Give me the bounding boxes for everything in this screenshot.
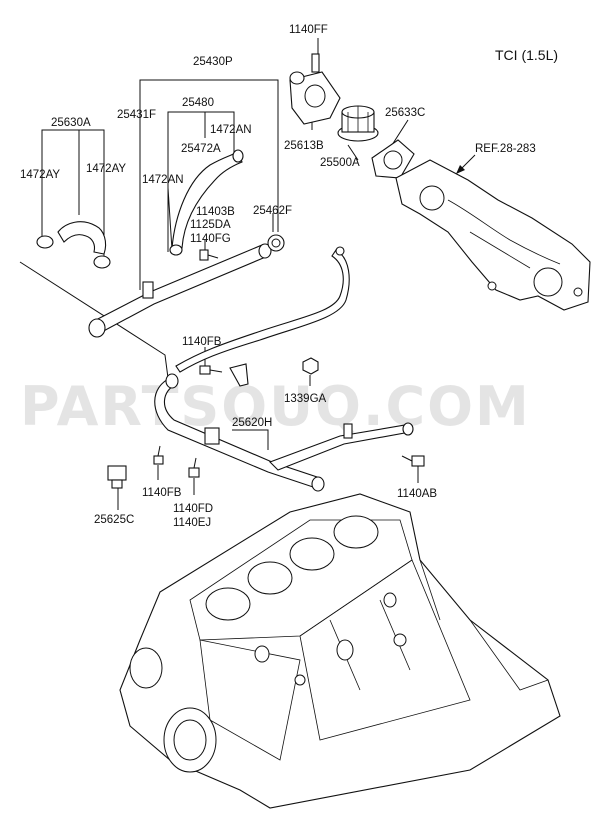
hose-25630a — [36, 221, 111, 269]
engine-block — [119, 493, 561, 809]
label-25613b[interactable]: 25613B — [284, 140, 324, 152]
label-1125da[interactable]: 1125DA — [190, 219, 231, 231]
bolt-1140fb-upper — [199, 365, 223, 375]
bolt-1140fb-lower — [153, 445, 164, 465]
label-1140fg[interactable]: 1140FG — [190, 233, 231, 245]
label-25500a[interactable]: 25500A — [320, 157, 360, 169]
label-ref-28-283[interactable]: REF.28-283 — [475, 143, 536, 155]
thermostat-25500a — [337, 105, 379, 142]
pipe-25620h — [154, 363, 414, 492]
label-1140fb-lower[interactable]: 1140FB — [142, 487, 182, 499]
pipe-25431f — [88, 243, 272, 338]
sensor-25625c — [107, 465, 127, 489]
hose-25472a — [169, 149, 244, 256]
label-25630a[interactable]: 25630A — [51, 117, 91, 129]
bolt-1140ab — [401, 455, 425, 467]
label-25430p[interactable]: 25430P — [193, 56, 233, 68]
label-1140fd[interactable]: 1140FD — [173, 503, 213, 515]
part-labels: 1140FF 25430P 25480 25431F 25630A 1472AN… — [20, 24, 536, 529]
watermark: PARTSOUQ.COM — [20, 375, 531, 438]
label-1472ay-right[interactable]: 1472AY — [86, 163, 126, 175]
label-25625c[interactable]: 25625C — [94, 514, 134, 526]
label-25431f[interactable]: 25431F — [117, 109, 156, 121]
label-25620h[interactable]: 25620H — [232, 417, 272, 429]
label-1472an-left[interactable]: 1472AN — [142, 174, 184, 186]
label-1339ga[interactable]: 1339GA — [284, 393, 327, 405]
thermostat-housing-25613b — [289, 53, 341, 125]
label-25480[interactable]: 25480 — [182, 97, 214, 109]
label-11403b[interactable]: 11403B — [196, 206, 235, 218]
label-1140ab[interactable]: 1140AB — [397, 488, 437, 500]
label-25462f[interactable]: 25462F — [253, 205, 292, 217]
label-1472an-upper[interactable]: 1472AN — [210, 124, 252, 136]
manifold-ref-28-283 — [395, 159, 591, 311]
diagram-title: TCI (1.5L) — [495, 47, 558, 63]
label-25472a[interactable]: 25472A — [181, 143, 221, 155]
bolt-1140fd — [188, 457, 200, 478]
label-25633c[interactable]: 25633C — [385, 107, 425, 119]
pipe-bypass — [175, 246, 350, 373]
label-1140fb-upper[interactable]: 1140FB — [182, 336, 222, 348]
label-1472ay-left[interactable]: 1472AY — [20, 169, 60, 181]
label-1140ej[interactable]: 1140EJ — [173, 517, 211, 529]
label-1140ff[interactable]: 1140FF — [289, 24, 328, 36]
bolt-1140fg — [199, 249, 219, 261]
nut-1339ga — [302, 357, 319, 375]
